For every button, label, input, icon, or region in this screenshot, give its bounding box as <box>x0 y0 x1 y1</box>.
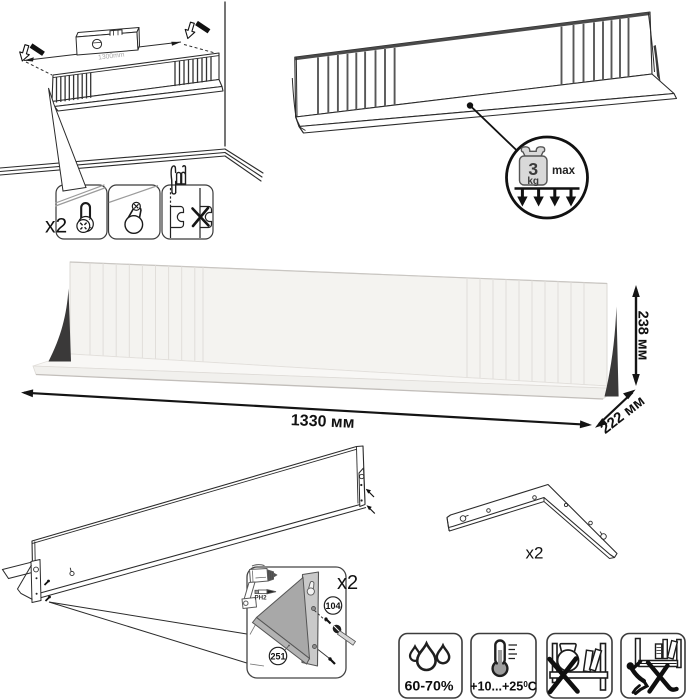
svg-text:+10...+250C: +10...+250C <box>470 680 537 694</box>
svg-text:3: 3 <box>528 159 538 179</box>
svg-text:kg: kg <box>527 176 539 187</box>
svg-text:max: max <box>552 165 576 177</box>
svg-text:238 мм: 238 мм <box>635 311 651 361</box>
svg-text:251: 251 <box>270 652 285 662</box>
svg-text:x2: x2 <box>526 544 544 563</box>
svg-text:PH2: PH2 <box>255 595 268 602</box>
svg-text:x2: x2 <box>45 215 67 238</box>
svg-text:1330 мм: 1330 мм <box>290 412 354 432</box>
svg-text:x2: x2 <box>337 572 358 594</box>
svg-text:60-70%: 60-70% <box>405 679 454 695</box>
svg-text:104: 104 <box>325 601 340 611</box>
svg-text:1300mm: 1300mm <box>98 51 125 61</box>
